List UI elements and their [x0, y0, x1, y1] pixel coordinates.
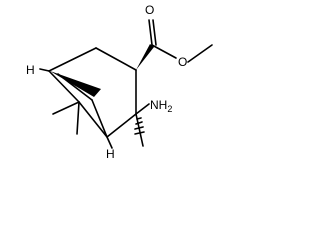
amino-label: NH — [150, 98, 167, 112]
hash-line — [135, 121, 143, 125]
bond-c6-methyl-down — [76, 101, 80, 135]
bond-carbonyl-b — [152, 19, 157, 46]
hashed-bond-c4 — [134, 117, 145, 135]
bond-ester-oxygen — [151, 44, 177, 59]
bond-bridge-c5 — [91, 99, 108, 138]
atom-h-top: H — [26, 63, 35, 77]
atom-amino: NH2 — [150, 98, 172, 114]
bond-c6-methyl-left — [52, 101, 80, 115]
bond-c5-c6 — [78, 101, 108, 138]
bond-c2-c3 — [95, 47, 137, 71]
hash-line — [134, 131, 145, 135]
ring-bonds — [48, 47, 137, 138]
wedge-bond-bridge — [50, 71, 101, 97]
bond-c4-c5 — [106, 113, 137, 138]
hash-line — [136, 117, 142, 120]
wedge-bond-ester — [136, 44, 154, 70]
structure-canvas: H H NH2 O O — [26, 3, 213, 161]
bond-carbonyl-a — [148, 19, 153, 46]
amino-subscript: 2 — [167, 104, 172, 114]
bond-methoxy — [187, 44, 213, 63]
bond-c1-c2 — [48, 47, 97, 72]
atom-oxygen-ester: O — [178, 55, 187, 69]
bond-c4-amino — [135, 103, 150, 115]
atom-oxygen-carbonyl: O — [145, 3, 154, 17]
bond-c5-h — [106, 136, 113, 149]
bond-c6-c1 — [48, 70, 80, 103]
atom-h-bottom: H — [106, 147, 115, 161]
bond-c1-h — [39, 68, 50, 72]
hash-line — [134, 126, 144, 130]
